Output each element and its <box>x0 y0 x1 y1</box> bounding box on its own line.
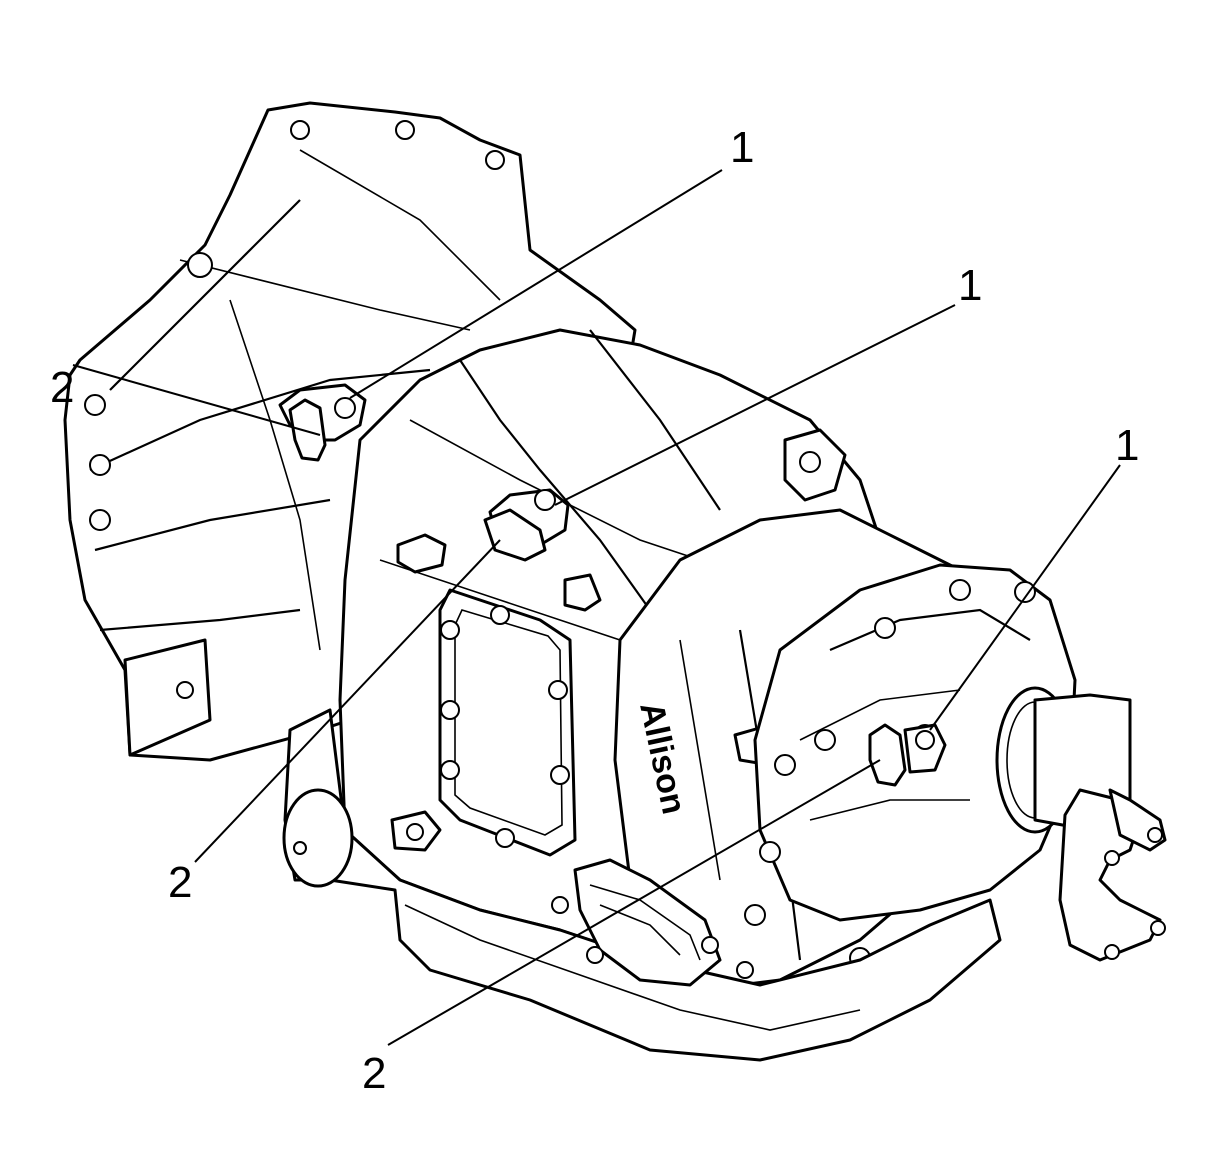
speed-sensor-middle <box>483 488 570 562</box>
oil-pan <box>282 708 1002 1062</box>
speed-sensor-front <box>278 383 367 462</box>
speed-sensor-rear <box>868 723 947 787</box>
callout-2-bottom: 2 <box>362 1049 386 1098</box>
callout-2-middle: 2 <box>168 858 192 907</box>
callout-1-top: 1 <box>730 123 754 172</box>
callout-1-middle: 1 <box>958 261 982 310</box>
callout-2-left: 2 <box>50 363 74 412</box>
leader-lines <box>72 169 1121 1046</box>
callout-1-right: 1 <box>1115 421 1139 470</box>
